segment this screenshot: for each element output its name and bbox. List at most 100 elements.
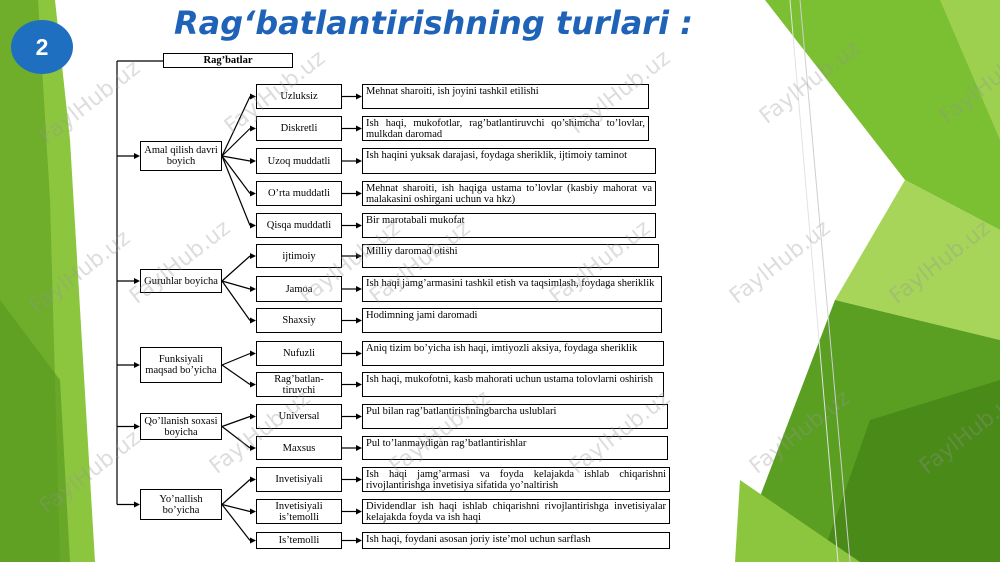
subtype-box-text: Uzluksiz [280,91,318,102]
description-box-text: Milliy daromad otishi [366,246,458,257]
branch-connector [221,364,251,385]
branch-arrow [250,537,256,544]
subtype-box-text: ijtimoiy [282,250,316,262]
description-arrow [356,93,362,100]
category-arrow [134,153,140,159]
subtype-box: Jamoa [256,276,342,302]
subtype-box: Qisqa muddatli [256,213,342,238]
description-box-text: Ish haqi, mukofotlar, rag’batlantiruvchi… [366,118,645,140]
description-box: Ish haqi, foydani asosan joriy iste’mol … [362,532,670,549]
description-arrow [356,476,362,483]
subtype-box-text: Invetisiyali is’temolli [275,500,323,523]
description-box-text: Ish haqini yuksak darajasi, foydaga sher… [366,150,627,161]
description-box: Pul to’lanmaydigan rag’batlantirishlar [362,436,668,460]
subtype-box-text: Qisqa muddatli [266,220,332,231]
category-arrow [134,362,140,368]
description-arrow [356,190,362,197]
subtype-box: Nufuzli [256,341,342,366]
description-box-text: Hodimning jami daromadi [366,310,478,321]
description-arrow [356,222,362,229]
description-box-text: Mehnat sharoiti, ish joyini tashkil etil… [366,86,539,97]
slide-number-badge: 2 [11,20,73,74]
branch-arrow [250,445,256,451]
branch-arrow [250,413,256,420]
description-box-text: Ish haqi jamg’armasini tashkil etish va … [366,278,655,289]
description-box-text: Mehnat sharoiti, ish haqiga ustama to’lo… [366,183,652,205]
category-box: Yo’nallish bo’yicha [140,489,222,520]
subtype-box: Diskretli [256,116,342,141]
branch-connector [221,280,251,290]
subtype-box: Rag’batlan-tiruvchi [256,372,342,397]
branch-connector [221,280,251,321]
category-box-text: Guruhlar boyicha [144,275,218,287]
branch-connector [221,96,251,157]
branch-arrow [250,222,256,229]
description-box-text: Aniq tizim bo’yicha ish haqi, imtiyozli … [366,343,638,354]
description-box: Ish haqi jamg’armasi va foyda kelajakda … [362,467,670,492]
description-arrow [356,125,362,132]
subtype-box-text: Jamoa [285,283,313,295]
description-box: Dividendlar ish haqi ishlab chiqarishni … [362,499,670,524]
description-arrow [356,158,362,164]
description-box: Bir marotabali mukofat [362,213,656,238]
description-arrow [356,537,362,544]
subtype-box-text: Universal [278,411,320,422]
category-box: Qo’llanish soxasi boyicha [140,413,222,440]
branch-arrow [250,286,256,292]
category-arrow [134,423,140,430]
subtype-box: ijtimoiy [256,244,342,268]
subtype-box-text: O’rta muddatli [267,188,331,199]
branch-arrow [250,476,256,483]
subtype-box-text: Rag’batlan-tiruvchi [274,373,324,396]
subtype-box: Shaxsiy [256,308,342,333]
branch-connector [221,503,251,513]
category-box-text: Qo’llanish soxasi boyicha [144,415,218,438]
description-arrow [356,381,362,388]
description-arrow [356,253,362,259]
description-arrow [356,350,362,357]
description-arrow [356,413,362,420]
subtype-box-text: Nufuzli [282,348,316,359]
description-arrow [356,286,362,292]
description-box: Mehnat sharoiti, ish joyini tashkil etil… [362,84,649,109]
description-box: Aniq tizim bo’yicha ish haqi, imtiyozli … [362,341,664,366]
description-box: Ish haqi jamg’armasini tashkil etish va … [362,276,662,302]
branch-arrow [250,317,256,324]
slide-title: Rag‘batlantirishning turlari : [174,4,693,42]
branch-arrow [250,350,256,357]
category-box: Amal qilish davri boyich [140,141,222,171]
description-box: Ish haqi, mukofotlar, rag’batlantiruvchi… [362,116,649,141]
subtype-box-text: Maxsus [282,442,316,454]
subtype-box: Is’temolli [256,532,342,549]
description-box-text: Ish haqi jamg’armasi va foyda kelajakda … [366,469,666,491]
description-box-text: Ish haqi, mukofotni, kasb mahorati uchun… [366,374,653,385]
subtype-box-text: Shaxsiy [282,315,316,326]
subtype-box: Maxsus [256,436,342,460]
description-box: Mehnat sharoiti, ish haqiga ustama to’lo… [362,181,656,206]
category-box: Funksiyali maqsad bo’yicha [140,347,222,383]
branch-connector [221,504,251,541]
subtype-box: Uzoq muddatli [256,148,342,174]
description-arrow [356,445,362,451]
category-box: Guruhlar boyicha [140,269,222,293]
branch-connector [221,155,251,162]
branch-connector [221,415,251,428]
description-box-text: Pul to’lanmaydigan rag’batlantirishlar [366,438,527,449]
branch-connector [221,128,251,157]
description-box: Milliy daromad otishi [362,244,659,268]
description-box-text: Bir marotabali mukofat [366,215,465,226]
root-box: Rag’batlar [163,53,293,68]
subtype-box: O’rta muddatli [256,181,342,206]
branch-arrow [250,508,256,515]
description-box: Hodimning jami daromadi [362,308,662,333]
description-arrow [356,317,362,324]
branch-arrow [250,381,256,388]
category-box-text: Funksiyali maqsad bo’yicha [145,354,217,376]
subtype-box: Uzluksiz [256,84,342,109]
subtype-box-text: Diskretli [280,123,318,134]
branch-arrow [250,93,256,100]
branch-connector [221,426,251,449]
branch-arrow [250,253,256,259]
description-box-text: Dividendlar ish haqi ishlab chiqarishni … [366,501,666,523]
